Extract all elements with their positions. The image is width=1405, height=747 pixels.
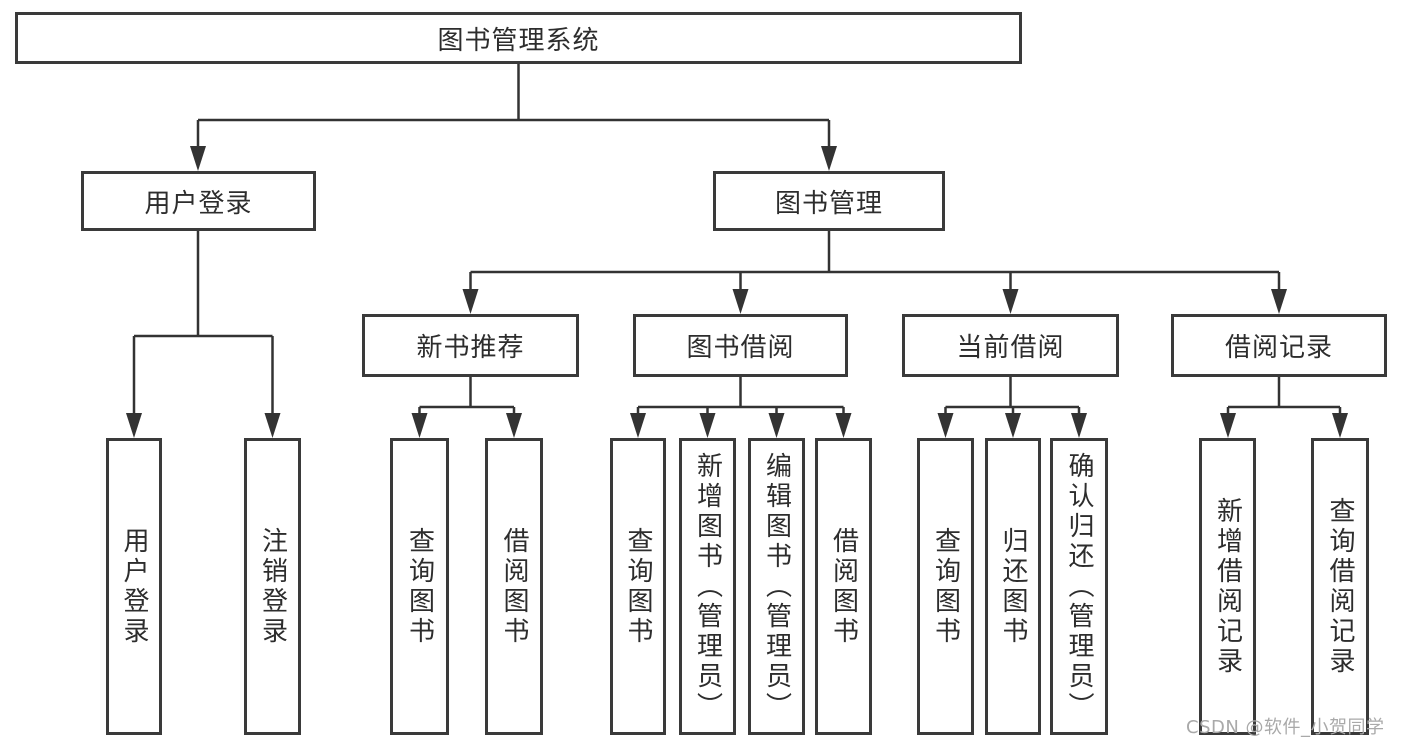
csdn-watermark: CSDN @软件_小贺同学 [1186,717,1385,738]
leaf-borrow-books-borrowing-label: 借阅图书 [828,526,859,647]
leaf-query-books-borrowing-label: 查询图书 [623,526,653,647]
node-new-book-recommendation-label: 新书推荐 [416,333,525,363]
leaf-edit-books-admin: 编辑图书（管理员） [748,438,805,735]
node-user-login-label: 用户登录 [144,188,253,219]
leaf-return-books-label: 归还图书 [998,526,1028,647]
node-book-management-label: 图书管理 [774,188,883,219]
leaf-edit-books-admin-label: 编辑图书（管理员） [761,451,792,722]
leaf-add-books-admin: 新增图书（管理员） [679,438,736,735]
leaf-query-borrow-record-label: 查询借阅记录 [1325,496,1355,677]
leaf-add-books-admin-label: 新增图书（管理员） [692,451,723,722]
leaf-confirm-return-admin: 确认归还（管理员） [1050,438,1108,735]
leaf-confirm-return-admin-label: 确认归还（管理员） [1064,451,1094,722]
node-book-management: 图书管理 [713,171,945,231]
leaf-query-books-current: 查询图书 [917,438,974,735]
leaf-user-login: 用户登录 [106,438,162,735]
leaf-add-borrow-record-label: 新增借阅记录 [1212,496,1243,677]
leaf-logout-login-label: 注销登录 [257,526,288,647]
node-book-borrowing-label: 图书借阅 [686,333,795,363]
leaf-user-login-label: 用户登录 [119,526,149,647]
node-library-system-label: 图书管理系统 [437,25,600,56]
arrowheads [126,146,1348,438]
node-user-login: 用户登录 [81,171,316,231]
node-book-borrowing: 图书借阅 [633,314,848,377]
leaf-borrow-books-recommend: 借阅图书 [485,438,543,735]
leaf-logout-login: 注销登录 [244,438,301,735]
leaf-borrow-books-borrowing: 借阅图书 [815,438,872,735]
leaf-borrow-books-recommend-label: 借阅图书 [499,526,529,647]
node-library-system: 图书管理系统 [15,12,1022,64]
leaf-return-books: 归还图书 [985,438,1041,735]
node-borrowing-records: 借阅记录 [1171,314,1387,377]
leaf-query-books-current-label: 查询图书 [930,526,961,647]
node-current-borrowing: 当前借阅 [902,314,1119,377]
node-borrowing-records-label: 借阅记录 [1224,333,1333,363]
node-new-book-recommendation: 新书推荐 [362,314,579,377]
node-current-borrowing-label: 当前借阅 [956,333,1065,363]
leaf-query-books-recommend: 查询图书 [390,438,449,735]
leaf-query-books-recommend-label: 查询图书 [404,526,435,647]
leaf-add-borrow-record: 新增借阅记录 [1199,438,1256,735]
leaf-query-borrow-record: 查询借阅记录 [1311,438,1369,735]
leaf-query-books-borrowing: 查询图书 [610,438,666,735]
